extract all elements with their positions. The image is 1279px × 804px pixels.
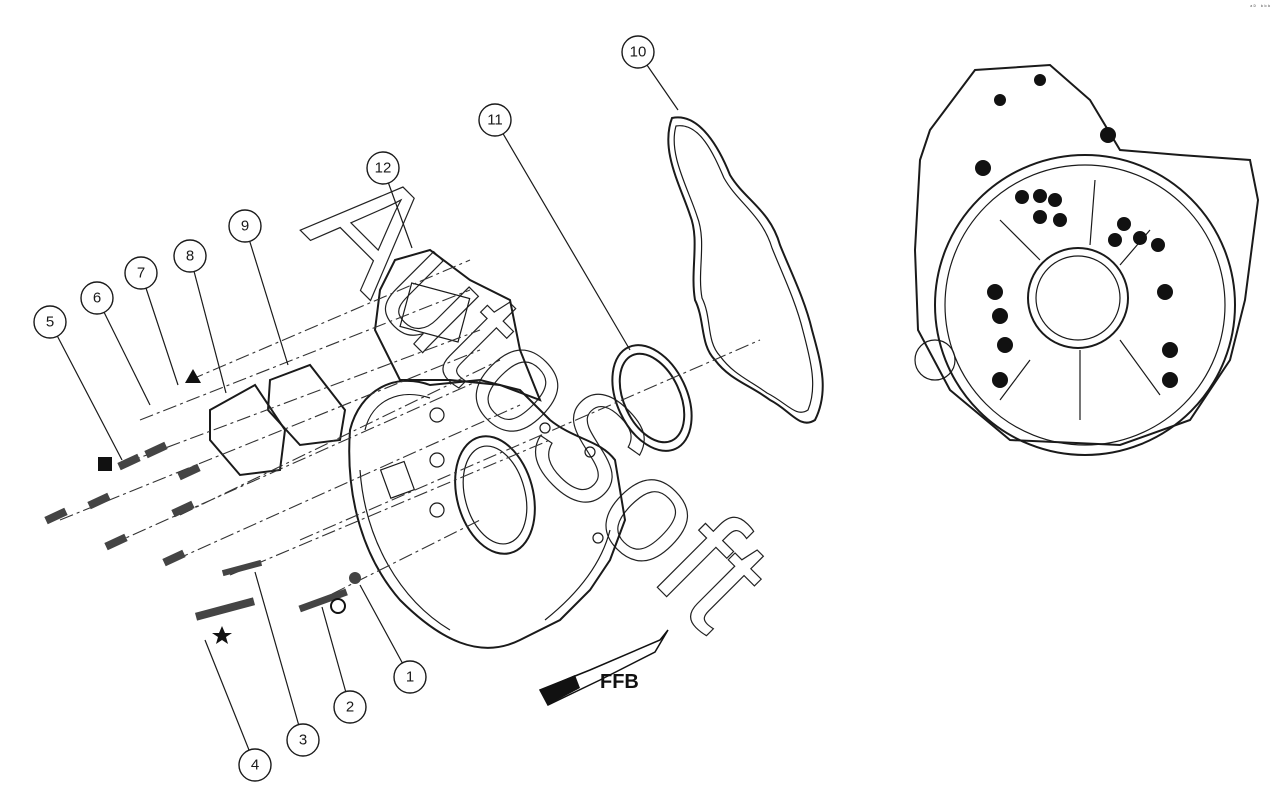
housing-boss-1 xyxy=(429,407,445,423)
housing-boss-5 xyxy=(584,446,596,458)
callout-4: 4 xyxy=(204,639,272,782)
housing-flange xyxy=(359,394,611,631)
hourglass-icon xyxy=(98,457,112,471)
callout-8: 8 xyxy=(173,239,227,394)
housing-boss-2 xyxy=(429,452,445,468)
svg-text:2: 2 xyxy=(346,699,354,716)
housing-rear-view xyxy=(913,63,1260,456)
alignment-lines xyxy=(59,259,761,606)
spec-symbols xyxy=(98,369,346,644)
callout-5: 5 xyxy=(33,305,123,461)
svg-text:11: 11 xyxy=(487,112,503,129)
callout-9: 9 xyxy=(228,209,289,366)
svg-text:12: 12 xyxy=(375,160,392,177)
callout-12: 12 xyxy=(366,151,413,249)
housing-bore-outer xyxy=(454,435,536,555)
bolts-group xyxy=(44,441,361,621)
corner-mark: ᵃᴰ ᵇᵇᵇ xyxy=(1249,4,1271,11)
housing-bore-inner xyxy=(462,445,528,545)
housing-boss-6 xyxy=(592,532,604,544)
svg-text:5: 5 xyxy=(46,314,54,331)
housing-boss-3 xyxy=(429,502,445,518)
gasket-inner-outline xyxy=(673,125,814,413)
svg-text:7: 7 xyxy=(137,265,145,282)
callout-10: 10 xyxy=(621,35,679,111)
triangle-icon xyxy=(185,369,201,383)
svg-text:10: 10 xyxy=(630,44,647,61)
svg-text:8: 8 xyxy=(186,248,194,265)
ffb-label: FFB xyxy=(600,671,639,693)
flywheel-housing xyxy=(348,378,627,649)
callout-1: 1 xyxy=(359,584,427,694)
torque-icon xyxy=(330,598,346,614)
callout-3: 3 xyxy=(254,571,320,757)
svg-text:9: 9 xyxy=(241,218,249,235)
callout-7: 7 xyxy=(124,256,179,386)
housing-boss-4 xyxy=(539,422,551,434)
cover-plate-8 xyxy=(209,383,287,477)
callout-2: 2 xyxy=(321,606,367,724)
housing-window xyxy=(379,460,416,499)
star-icon xyxy=(212,626,232,644)
upper-housing-pad xyxy=(399,282,471,343)
callout-6: 6 xyxy=(80,281,151,406)
gasket-outline xyxy=(667,116,824,424)
svg-text:1: 1 xyxy=(406,669,414,686)
seal-ring-inner xyxy=(618,352,686,444)
callout-11: 11 xyxy=(478,103,631,351)
svg-text:4: 4 xyxy=(251,757,259,774)
ffb-arrow: FFB xyxy=(538,629,669,706)
svg-text:3: 3 xyxy=(299,732,307,749)
svg-text:6: 6 xyxy=(93,290,101,307)
upper-housing-block xyxy=(373,248,542,402)
